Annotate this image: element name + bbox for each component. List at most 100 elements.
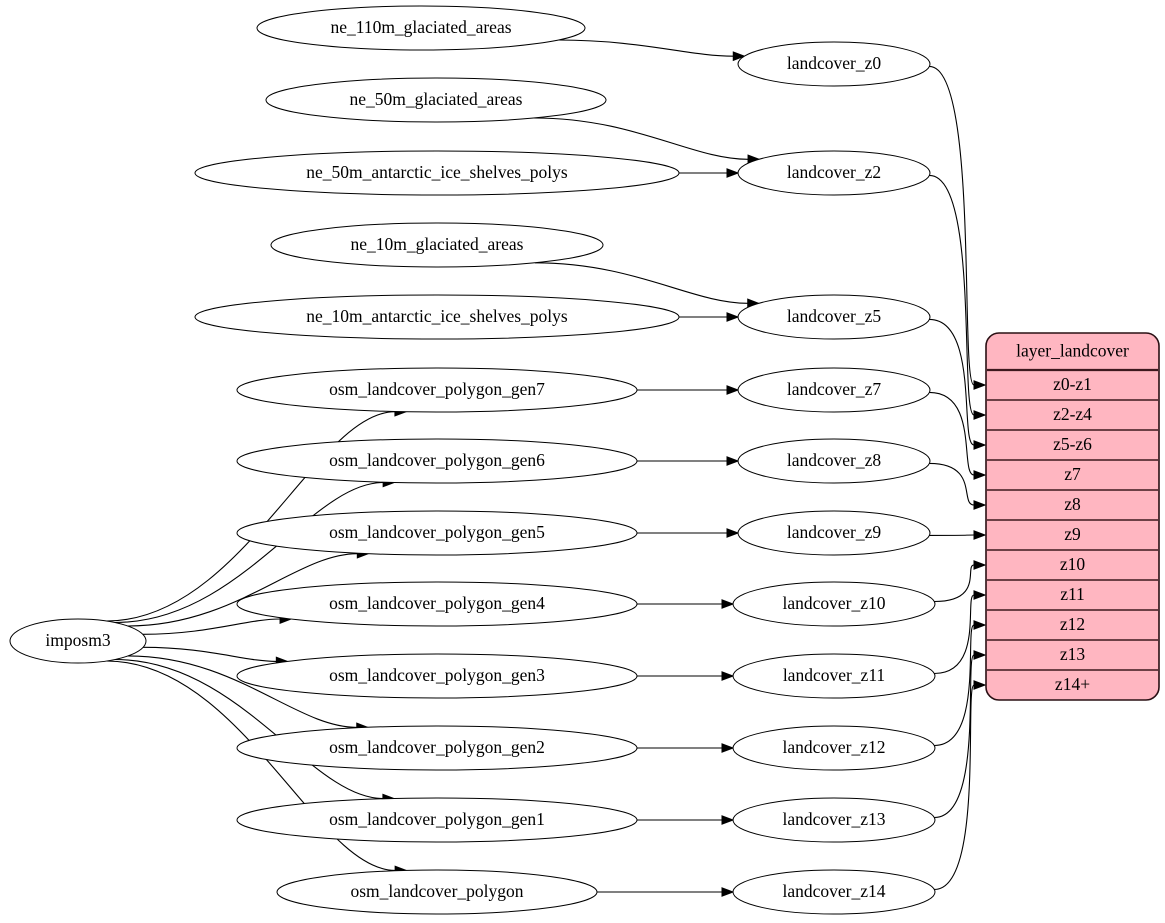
edge-ne_10m_glaciated_areas-to-landcover_z5 [534, 262, 748, 304]
node-landcover_z9[interactable]: landcover_z9 [737, 510, 931, 556]
edge-landcover_z2-to-table-row-1 [929, 174, 975, 416]
node-ellipse-landcover_z10 [732, 581, 936, 627]
node-ellipse-ne_50m_glaciated_areas [265, 77, 607, 123]
node-landcover_z13[interactable]: landcover_z13 [732, 797, 936, 843]
edge-arrowhead [973, 650, 987, 660]
node-ellipse-landcover_z8 [737, 438, 931, 484]
node-ne_10m_antarctic_ice_shelves_polys[interactable]: ne_10m_antarctic_ice_shelves_polys [194, 294, 680, 340]
node-label-ne_50m_glaciated_areas: ne_50m_glaciated_areas [350, 89, 523, 109]
table-row-label-z14+[interactable]: z14+ [1055, 674, 1090, 694]
node-osm_landcover_polygon_gen4[interactable]: osm_landcover_polygon_gen4 [236, 581, 638, 627]
table-row-label-z10[interactable]: z10 [1060, 554, 1086, 574]
node-label-ne_10m_glaciated_areas: ne_10m_glaciated_areas [351, 234, 524, 254]
node-osm_landcover_polygon_gen6[interactable]: osm_landcover_polygon_gen6 [236, 438, 638, 484]
node-ellipse-osm_landcover_polygon_gen6 [236, 438, 638, 484]
table-row-label-z9[interactable]: z9 [1064, 524, 1081, 544]
node-ne_110m_glaciated_areas[interactable]: ne_110m_glaciated_areas [256, 5, 586, 51]
edge-landcover_z0-to-table-row-0 [929, 65, 975, 386]
node-osm_landcover_polygon[interactable]: osm_landcover_polygon [276, 869, 598, 915]
table-row-label-z12[interactable]: z12 [1060, 614, 1085, 634]
node-landcover_z12[interactable]: landcover_z12 [732, 725, 936, 771]
node-label-landcover_z5: landcover_z5 [787, 306, 882, 326]
node-ellipse-osm_landcover_polygon_gen1 [236, 797, 638, 843]
node-landcover_z5[interactable]: landcover_z5 [737, 294, 931, 340]
node-ellipse-landcover_z7 [737, 367, 931, 413]
edge-landcover_z7-to-table-row-3 [929, 391, 975, 476]
node-label-landcover_z12: landcover_z12 [782, 737, 885, 757]
node-ellipse-landcover_z0 [737, 41, 931, 87]
table-row-label-z13[interactable]: z13 [1060, 644, 1086, 664]
edge-ne_110m_glaciated_areas-to-landcover_z0 [558, 39, 734, 57]
table-row-label-z7[interactable]: z7 [1064, 464, 1081, 484]
node-ellipse-ne_110m_glaciated_areas [256, 5, 586, 51]
node-ellipse-landcover_z12 [732, 725, 936, 771]
edge-arrowhead [732, 51, 746, 62]
node-label-landcover_z9: landcover_z9 [787, 522, 882, 542]
edge-imposm3-to-osm_landcover_polygon_gen1 [114, 658, 383, 800]
edge-arrowhead [721, 599, 735, 609]
node-ne_50m_antarctic_ice_shelves_polys[interactable]: ne_50m_antarctic_ice_shelves_polys [194, 150, 680, 196]
node-label-ne_110m_glaciated_areas: ne_110m_glaciated_areas [330, 17, 511, 37]
table-layer-landcover[interactable]: layer_landcover z0-z1 z2-z4 z5-z6 z7 z8 z9 z10 z… [985, 332, 1160, 701]
node-osm_landcover_polygon_gen7[interactable]: osm_landcover_polygon_gen7 [236, 367, 638, 413]
edge-landcover_z8-to-table-row-4 [929, 462, 975, 506]
node-ellipse-landcover_z2 [737, 150, 931, 196]
table-title: layer_landcover [1016, 341, 1129, 361]
node-osm_landcover_polygon_gen5[interactable]: osm_landcover_polygon_gen5 [236, 510, 638, 556]
node-ne_50m_glaciated_areas[interactable]: ne_50m_glaciated_areas [265, 77, 607, 123]
edge-arrowhead [973, 530, 987, 540]
node-ellipse-osm_landcover_polygon_gen2 [236, 725, 638, 771]
node-label-landcover_z14: landcover_z14 [782, 881, 885, 901]
table-row-label-z0-z1[interactable]: z0-z1 [1053, 374, 1092, 394]
edge-arrowhead [721, 743, 735, 753]
edge-landcover_z11-to-table-row-7 [934, 594, 975, 675]
node-landcover_z8[interactable]: landcover_z8 [737, 438, 931, 484]
edge-arrowhead [973, 620, 987, 630]
node-osm_landcover_polygon_gen1[interactable]: osm_landcover_polygon_gen1 [236, 797, 638, 843]
node-ellipse-landcover_z13 [732, 797, 936, 843]
edge-imposm3-to-osm_landcover_polygon_gen5 [127, 553, 358, 627]
edge-imposm3-to-osm_landcover_polygon_gen4 [142, 618, 281, 635]
edge-imposm3-to-osm_landcover_polygon_gen2 [127, 655, 357, 728]
node-landcover_z2[interactable]: landcover_z2 [737, 150, 931, 196]
node-landcover_z10[interactable]: landcover_z10 [732, 581, 936, 627]
edge-arrowhead [973, 440, 987, 450]
table-row-label-z8[interactable]: z8 [1064, 494, 1081, 514]
node-label-imposm3: imposm3 [45, 630, 110, 650]
edge-imposm3-to-osm_landcover_polygon_gen3 [143, 646, 277, 662]
edge-arrowhead [726, 456, 740, 466]
node-label-osm_landcover_polygon_gen6: osm_landcover_polygon_gen6 [329, 450, 545, 470]
edge-landcover_z5-to-table-row-2 [929, 318, 975, 446]
node-ellipse-ne_50m_antarctic_ice_shelves_polys [194, 150, 680, 196]
node-label-ne_50m_antarctic_ice_shelves_polys: ne_50m_antarctic_ice_shelves_polys [306, 162, 568, 182]
table-row-label-z5-z6[interactable]: z5-z6 [1053, 434, 1092, 454]
node-landcover_z0[interactable]: landcover_z0 [737, 41, 931, 87]
layer-landcover-table: layer_landcover z0-z1 z2-z4 z5-z6 z7 z8 z9 z10 z… [985, 332, 1160, 701]
edge-landcover_z12-to-table-row-8 [934, 624, 975, 747]
edge-imposm3-to-osm_landcover_polygon [106, 660, 396, 871]
table-row-label-z11[interactable]: z11 [1060, 584, 1085, 604]
edge-arrowhead [726, 168, 740, 178]
node-label-landcover_z8: landcover_z8 [787, 450, 882, 470]
edge-arrowhead [973, 410, 987, 420]
node-ne_10m_glaciated_areas[interactable]: ne_10m_glaciated_areas [270, 222, 604, 268]
node-osm_landcover_polygon_gen3[interactable]: osm_landcover_polygon_gen3 [236, 653, 638, 699]
node-label-osm_landcover_polygon: osm_landcover_polygon [350, 881, 523, 901]
edge-arrowhead [973, 470, 987, 480]
node-landcover_z14[interactable]: landcover_z14 [732, 869, 936, 915]
table-row-label-z2-z4[interactable]: z2-z4 [1053, 404, 1092, 424]
node-osm_landcover_polygon_gen2[interactable]: osm_landcover_polygon_gen2 [236, 725, 638, 771]
node-landcover_z7[interactable]: landcover_z7 [737, 367, 931, 413]
node-imposm3[interactable]: imposm3 [9, 618, 147, 664]
node-ellipse-ne_10m_glaciated_areas [270, 222, 604, 268]
node-ellipse-osm_landcover_polygon_gen7 [236, 367, 638, 413]
node-label-landcover_z13: landcover_z13 [782, 809, 885, 829]
node-label-osm_landcover_polygon_gen2: osm_landcover_polygon_gen2 [329, 737, 545, 757]
edge-arrowhead [721, 815, 735, 825]
table-background [985, 332, 1160, 701]
node-ellipse-landcover_z11 [732, 653, 936, 699]
node-landcover_z11[interactable]: landcover_z11 [732, 653, 936, 699]
node-label-landcover_z11: landcover_z11 [783, 665, 885, 685]
edge-arrowhead [973, 500, 987, 510]
